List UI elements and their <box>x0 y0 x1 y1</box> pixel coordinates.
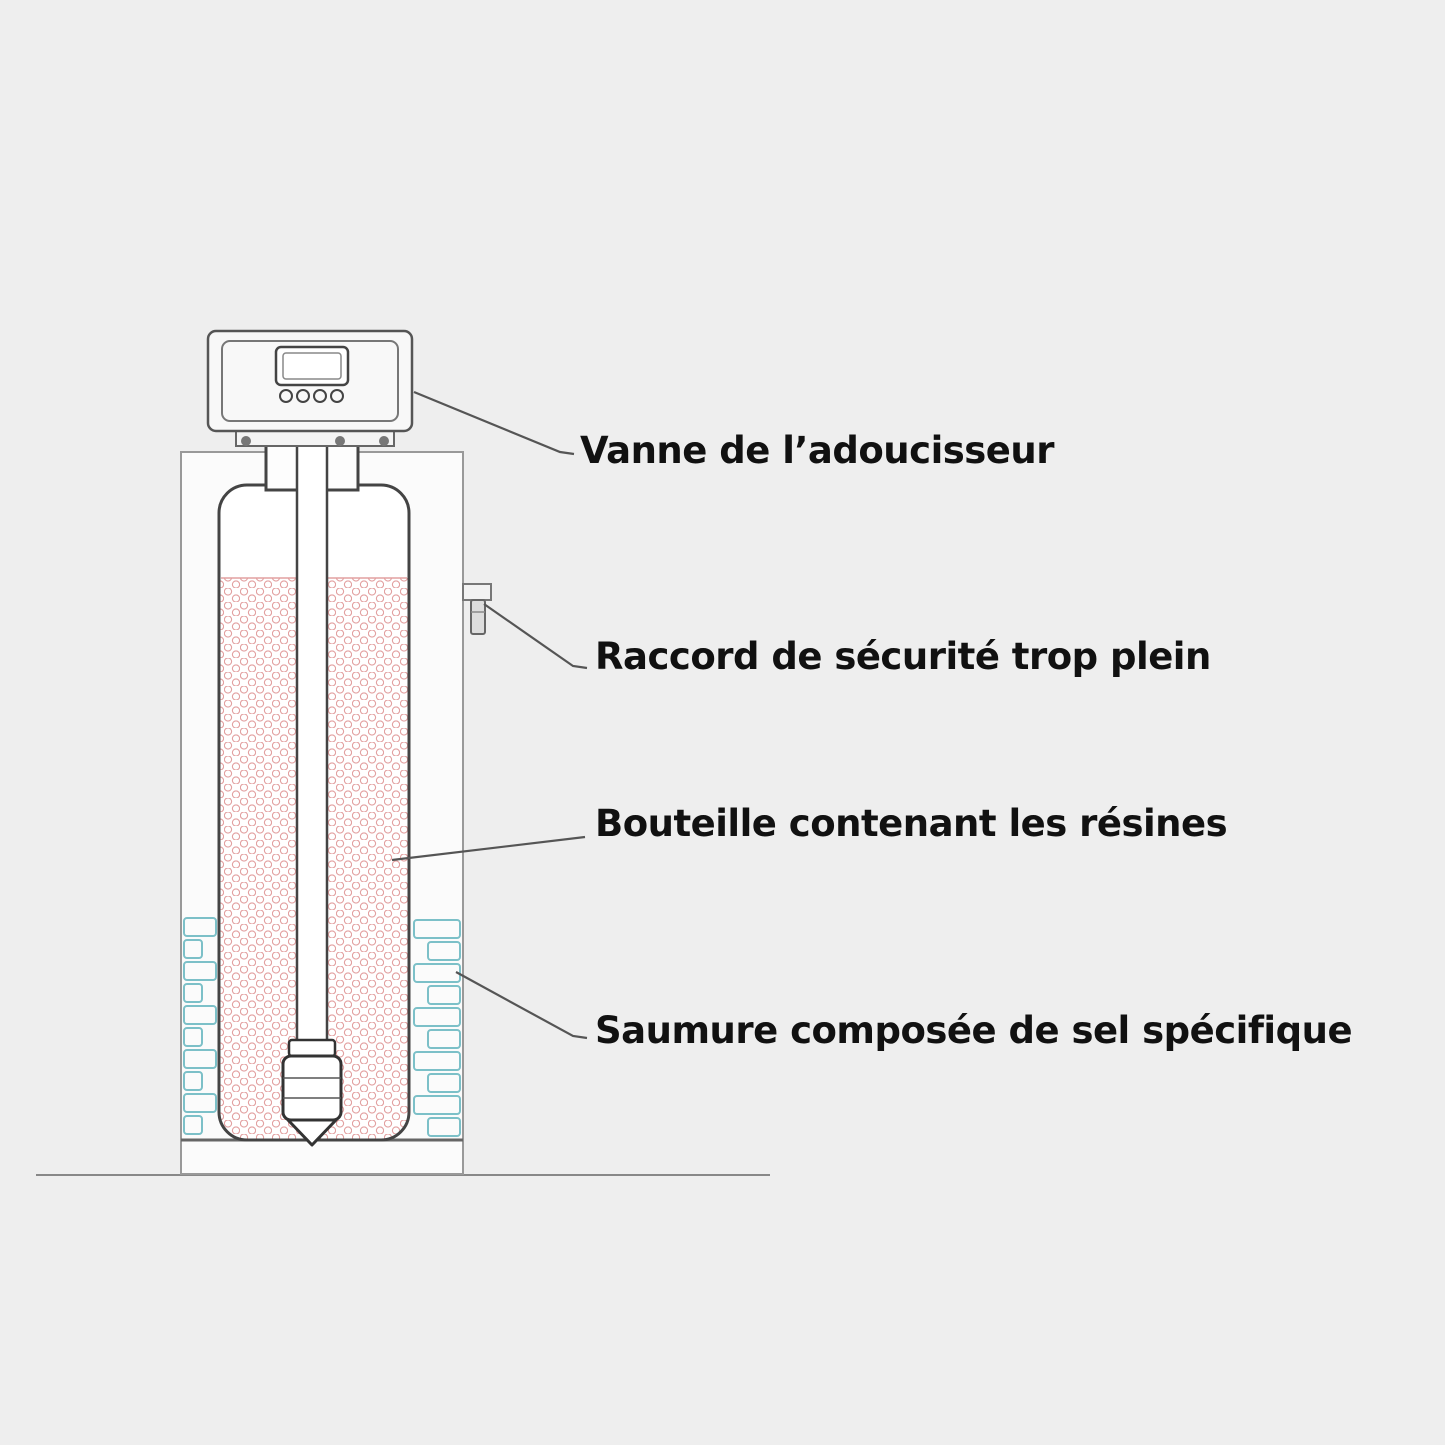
salt-block-icon <box>183 917 217 1135</box>
overflow-connector-icon <box>462 583 492 635</box>
valve-button <box>313 389 327 403</box>
label-overflow: Raccord de sécurité trop plein <box>595 635 1211 678</box>
callout-line-brine <box>455 971 588 1040</box>
valve-button <box>296 389 310 403</box>
callout-lines <box>391 390 588 1040</box>
label-brine: Saumure composée de sel spécifique <box>595 1009 1353 1052</box>
control-valve-icon <box>206 329 414 447</box>
callout-line-overflow <box>483 603 588 670</box>
valve-display <box>274 345 350 387</box>
callout-line-valve <box>413 390 575 456</box>
label-bottle: Bouteille contenant les résines <box>595 802 1228 845</box>
riser-tube <box>295 442 329 1046</box>
distributor-icon <box>281 1038 343 1147</box>
valve-button <box>279 389 293 403</box>
label-valve: Vanne de l’adoucisseur <box>580 429 1055 472</box>
valve-button <box>330 389 344 403</box>
callout-line-bottle <box>391 835 586 862</box>
